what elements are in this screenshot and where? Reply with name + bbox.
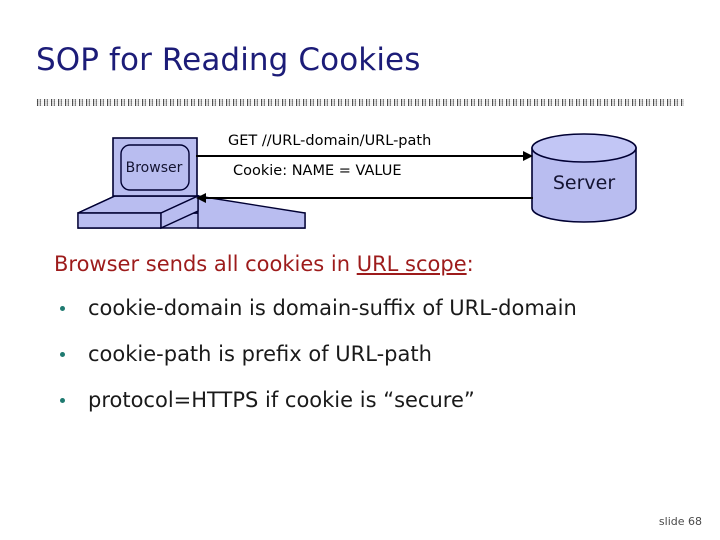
bullet-dot-icon bbox=[60, 398, 65, 403]
list-item-label: cookie-domain is domain-suffix of URL-do… bbox=[88, 296, 577, 320]
list-item-label: cookie-path is prefix of URL-path bbox=[88, 342, 432, 366]
slide-number: slide 68 bbox=[658, 515, 702, 528]
request-arrow bbox=[196, 151, 533, 161]
laptop-screen-inner bbox=[120, 144, 190, 191]
diagram-vector-layer bbox=[77, 133, 637, 230]
title-divider-rule bbox=[36, 99, 684, 106]
request-message-label: GET //URL-domain/URL-path bbox=[228, 133, 432, 149]
lead-prefix: Browser sends all cookies in bbox=[54, 252, 357, 276]
laptop-computer-icon bbox=[77, 137, 306, 230]
bullet-dot-icon bbox=[60, 306, 65, 311]
laptop-base-side-face bbox=[160, 194, 199, 230]
server-node-label: Server bbox=[552, 172, 616, 194]
server-cylinder-body bbox=[531, 147, 637, 223]
list-item-label: protocol=HTTPS if cookie is “secure” bbox=[88, 388, 475, 412]
lead-suffix: : bbox=[466, 252, 474, 276]
list-item: cookie-domain is domain-suffix of URL-do… bbox=[54, 296, 694, 320]
response-arrow bbox=[196, 193, 533, 203]
server-cylinder-top bbox=[531, 133, 637, 163]
browser-node-label: Browser bbox=[125, 160, 183, 176]
laptop-base-right bbox=[197, 195, 306, 229]
list-item: protocol=HTTPS if cookie is “secure” bbox=[54, 388, 694, 412]
list-item: cookie-path is prefix of URL-path bbox=[54, 342, 694, 366]
page-title: SOP for Reading Cookies bbox=[36, 42, 421, 78]
lead-underlined-term: URL scope bbox=[356, 252, 467, 276]
bullet-dot-icon bbox=[60, 352, 65, 357]
bullet-list: cookie-domain is domain-suffix of URL-do… bbox=[54, 296, 694, 434]
database-cylinder-icon bbox=[531, 133, 637, 223]
lead-statement: Browser sends all cookies in URL scope: bbox=[54, 252, 474, 276]
response-message-label: Cookie: NAME = VALUE bbox=[233, 163, 402, 179]
protocol-diagram: Browser Server GET //URL-domain/URL-path… bbox=[0, 0, 720, 250]
laptop-base-front-face bbox=[77, 212, 162, 229]
